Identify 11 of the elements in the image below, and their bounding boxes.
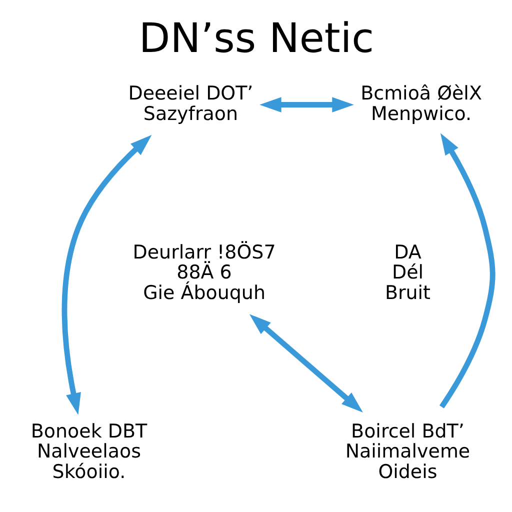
arrow	[248, 314, 362, 413]
node-text: Deeeiel DOT’ Sazyfraon	[128, 82, 253, 125]
node-text: Bonoek DBT Nalveelaos Skóoiio.	[30, 420, 147, 484]
arrow	[61, 134, 152, 415]
diagram-title: DN’ss Netic	[138, 14, 374, 62]
node-text: DA Dél Bruit	[384, 241, 430, 304]
arrow	[438, 133, 495, 408]
node-text: Boircel BdT’ Naiimalveme Oideis	[344, 420, 470, 484]
node-text: Deurlarr !8ÖS7 88Ä 6 Gie Ábouquh	[132, 241, 276, 304]
arrow	[259, 97, 354, 112]
node-text: Bcmioâ ØèlX Menpwico.	[360, 82, 482, 125]
